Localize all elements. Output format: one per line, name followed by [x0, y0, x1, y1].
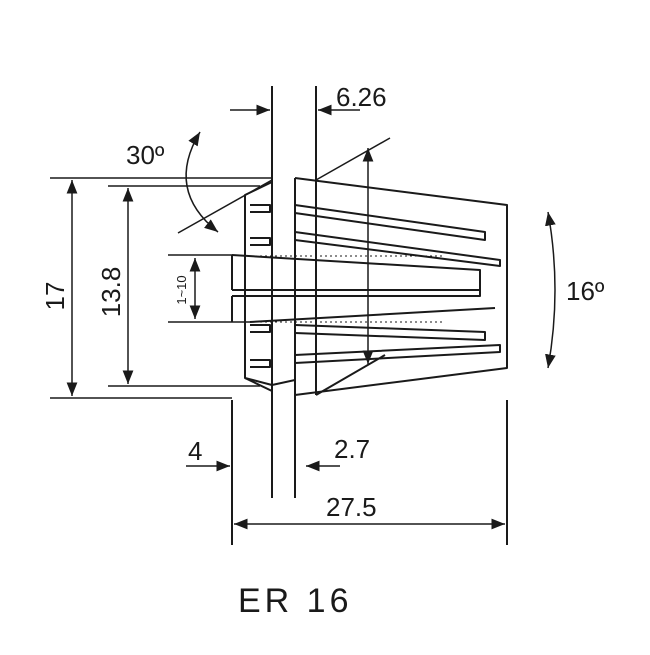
dim-16-arc: [545, 211, 556, 369]
dim-17-label: 17: [40, 282, 70, 311]
dim-4-label: 4: [188, 436, 202, 466]
dim-13-8-label: 13.8: [96, 267, 126, 318]
dim-27-5-label: 27.5: [326, 492, 377, 522]
drawing-title: ER 16: [238, 582, 353, 620]
dim-16-label: 16º: [566, 276, 605, 306]
dim-30-arc: [185, 131, 219, 233]
dim-30-label: 30º: [126, 140, 165, 170]
dim-1-10-label: 1~10: [174, 275, 189, 304]
lower-slots: [244, 324, 501, 396]
dim-6-26-label: 6.26: [336, 82, 387, 112]
collet-body: [231, 86, 508, 545]
dim-2-7-label: 2.7: [334, 434, 370, 464]
upper-slots: [250, 204, 501, 267]
